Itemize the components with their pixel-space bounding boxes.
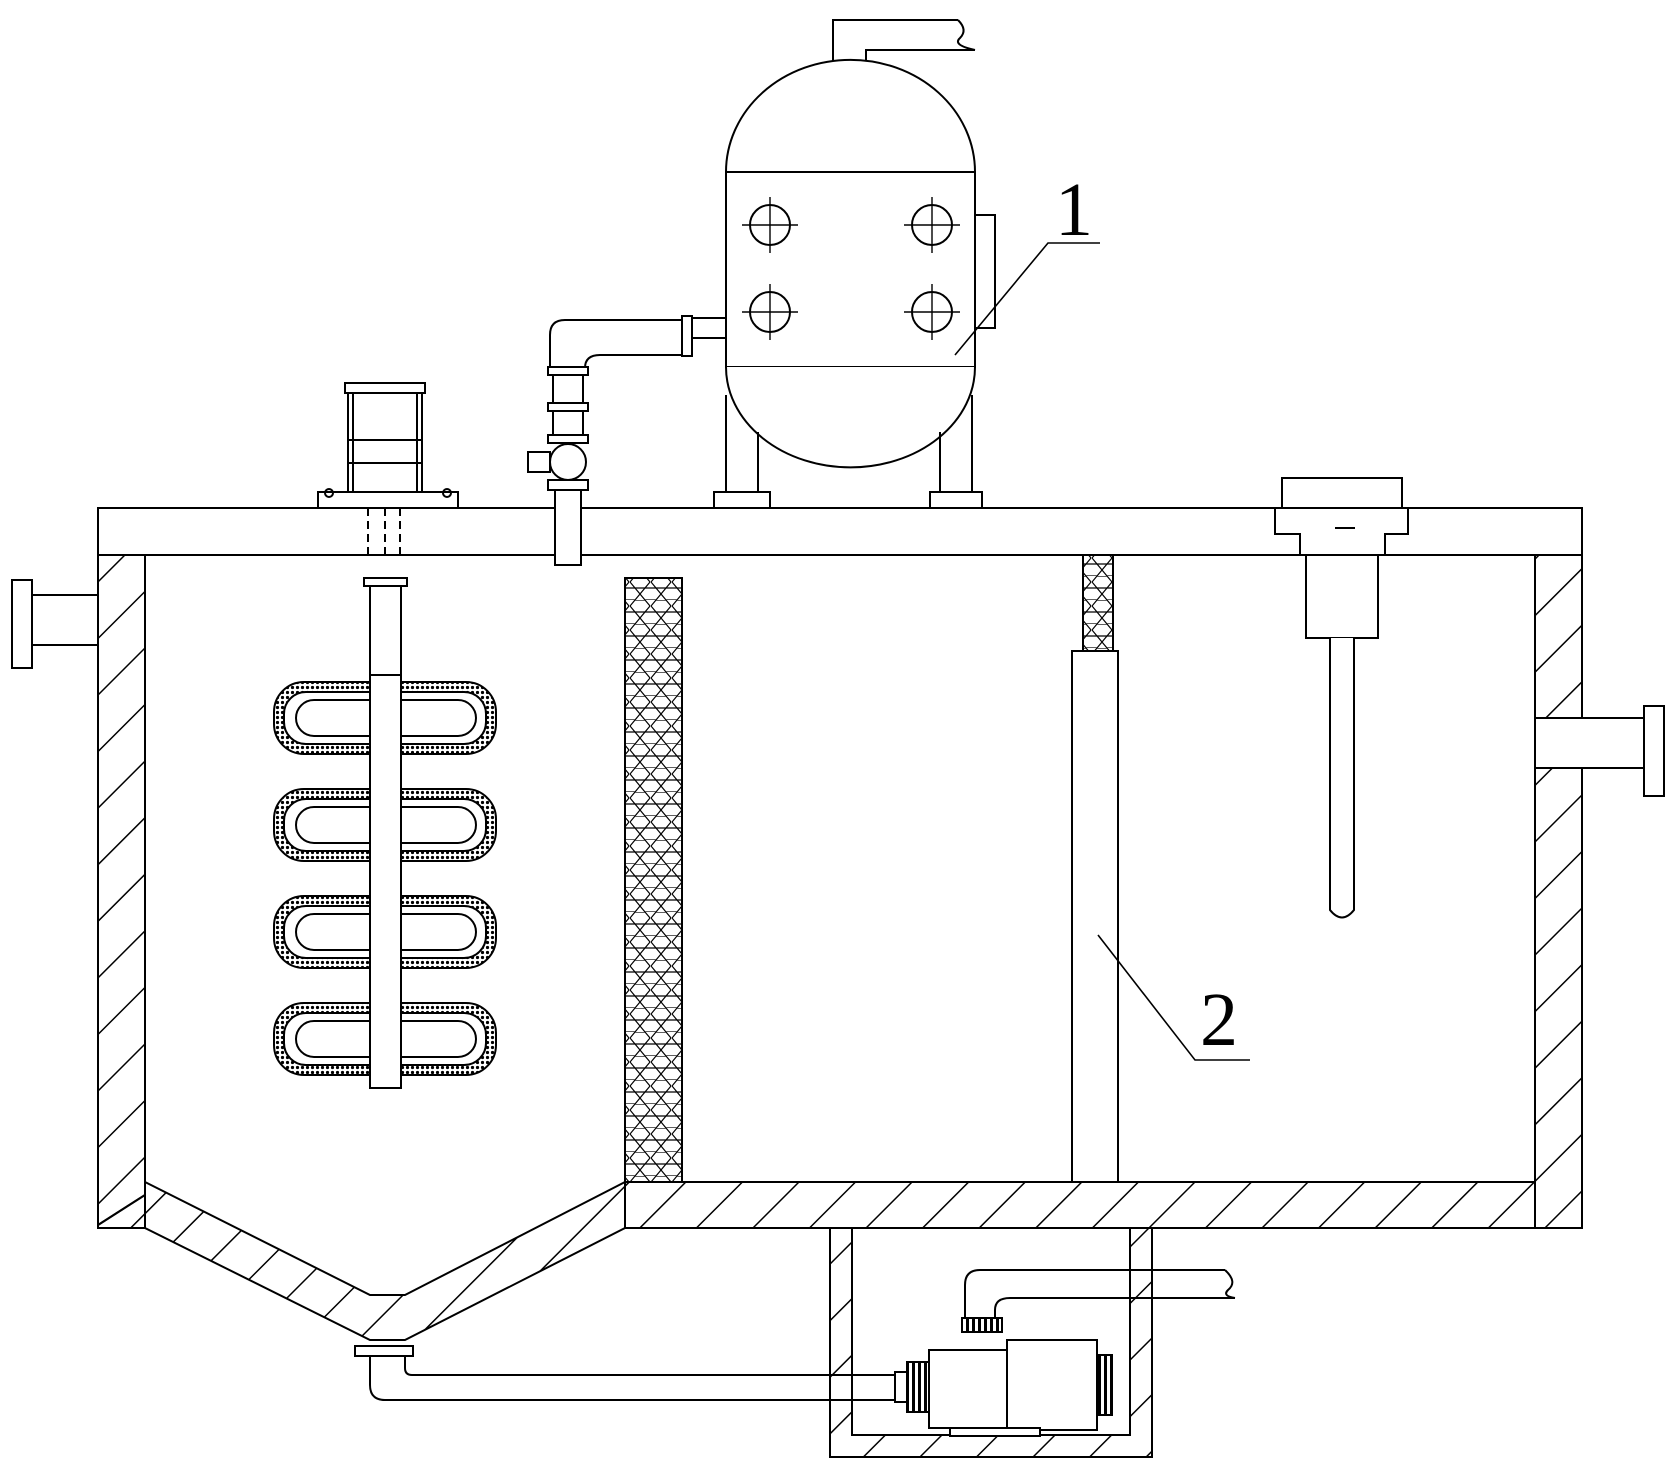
vessel-feed-pipe xyxy=(528,316,726,565)
callout-2-leader xyxy=(1098,935,1250,1060)
inlet-flange xyxy=(12,580,98,668)
honeycomb-partition xyxy=(625,578,682,1182)
callout-1-label: 1 xyxy=(1055,168,1093,252)
agitator-blades xyxy=(274,675,496,1088)
heater-probe xyxy=(1275,478,1408,918)
callout-1-leader xyxy=(955,243,1100,355)
honeycomb-filter-top xyxy=(1083,555,1113,651)
callout-2-label: 2 xyxy=(1200,978,1238,1062)
pressure-vessel xyxy=(714,20,995,508)
agitator-motor xyxy=(318,383,458,555)
pump-unit xyxy=(895,1270,1235,1436)
outlet-flange xyxy=(1535,706,1664,796)
baffle-tube xyxy=(1072,651,1118,1182)
pump-pit xyxy=(830,1228,1152,1457)
drain-pipe xyxy=(355,1346,895,1400)
